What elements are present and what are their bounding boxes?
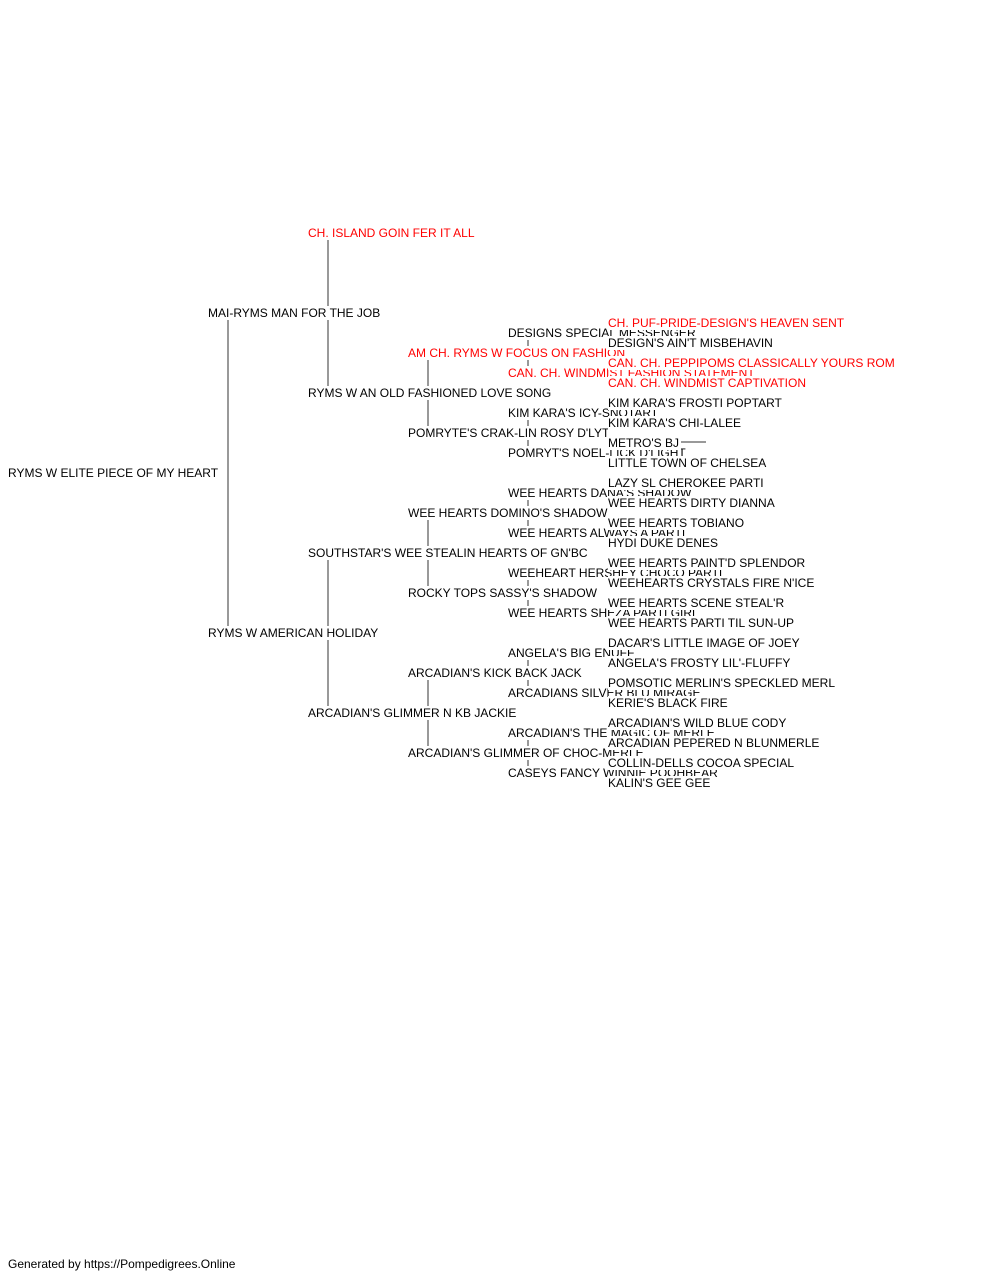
- pedigree-node-sire.dam.sire.dam.dam[interactable]: CAN. CH. WINDMIST CAPTIVATION: [608, 376, 809, 390]
- pedigree-node-sire[interactable]: MAI-RYMS MAN FOR THE JOB: [208, 306, 383, 320]
- pedigree-node-dam.dam.dam[interactable]: ARCADIAN'S GLIMMER OF CHOC-MERLE: [408, 746, 646, 760]
- pedigree-node-dam.dam.sire.dam.dam[interactable]: KERIE'S BLACK FIRE: [608, 696, 730, 710]
- pedigree-node-dam.sire.dam.dam.dam[interactable]: WEE HEARTS PARTI TIL SUN-UP: [608, 616, 797, 630]
- footer-credit: Generated by https://Pompedigrees.Online: [8, 1257, 236, 1271]
- pedigree-node-dam.dam.sire[interactable]: ARCADIAN'S KICK BACK JACK: [408, 666, 584, 680]
- pedigree-node-sire.sire[interactable]: CH. ISLAND GOIN FER IT ALL: [308, 226, 477, 240]
- pedigree-node-dam.dam.sire.sire.sire[interactable]: DACAR'S LITTLE IMAGE OF JOEY: [608, 636, 802, 650]
- pedigree-node-sire.dam.sire[interactable]: AM CH. RYMS W FOCUS ON FASHION: [408, 346, 628, 360]
- pedigree-node-sire.dam.sire.dam.sire[interactable]: CAN. CH. PEPPIPOMS CLASSICALLY YOURS ROM: [608, 356, 897, 370]
- pedigree-node-dam.sire.dam.sire.dam[interactable]: WEEHEARTS CRYSTALS FIRE N'ICE: [608, 576, 817, 590]
- pedigree-node-dam[interactable]: RYMS W AMERICAN HOLIDAY: [208, 626, 381, 640]
- pedigree-node-sire.dam[interactable]: RYMS W AN OLD FASHIONED LOVE SONG: [308, 386, 554, 400]
- pedigree-node-dam.dam.sire.sire.dam[interactable]: ANGELA'S FROSTY LIL'-FLUFFY: [608, 656, 793, 670]
- pedigree-node-dam.sire.dam[interactable]: ROCKY TOPS SASSY'S SHADOW: [408, 586, 600, 600]
- pedigree-node-sire.dam.dam.sire.sire[interactable]: KIM KARA'S FROSTI POPTART: [608, 396, 784, 410]
- pedigree-node-sire.dam.dam.sire.dam[interactable]: KIM KARA'S CHI-LALEE: [608, 416, 743, 430]
- pedigree-node-dam.sire.dam.dam.sire[interactable]: WEE HEARTS SCENE STEAL'R: [608, 596, 787, 610]
- pedigree-node-dam.sire.sire.dam.sire[interactable]: WEE HEARTS TOBIANO: [608, 516, 747, 530]
- pedigree-node-dam.sire.sire.sire.sire[interactable]: LAZY SL CHEROKEE PARTI: [608, 476, 766, 490]
- pedigree-node-dam.sire.sire.dam.dam[interactable]: HYDI DUKE DENES: [608, 536, 721, 550]
- pedigree-node-dam.sire.sire.sire.dam[interactable]: WEE HEARTS DIRTY DIANNA: [608, 496, 777, 510]
- pedigree-node-subject[interactable]: RYMS W ELITE PIECE OF MY HEART: [8, 466, 221, 480]
- pedigree-node-dam.dam.dam.sire.dam[interactable]: ARCADIAN PEPERED N BLUNMERLE: [608, 736, 822, 750]
- pedigree-node-dam.sire.dam.sire.sire[interactable]: WEE HEARTS PAINT'D SPLENDOR: [608, 556, 808, 570]
- pedigree-node-dam.sire[interactable]: SOUTHSTAR'S WEE STEALIN HEARTS OF GN'BC: [308, 546, 590, 560]
- pedigree-node-sire.dam.sire.sire.dam[interactable]: DESIGN'S AIN'T MISBEHAVIN: [608, 336, 775, 350]
- pedigree-node-dam.dam.dam.dam.dam[interactable]: KALIN'S GEE GEE: [608, 776, 713, 790]
- pedigree-node-dam.sire.sire[interactable]: WEE HEARTS DOMINO'S SHADOW: [408, 506, 610, 520]
- pedigree-node-dam.dam[interactable]: ARCADIAN'S GLIMMER N KB JACKIE: [308, 706, 519, 720]
- pedigree-node-dam.dam.sire.sire[interactable]: ANGELA'S BIG ENUFF: [508, 646, 637, 660]
- pedigree-node-sire.dam.dam.dam.dam[interactable]: LITTLE TOWN OF CHELSEA: [608, 456, 769, 470]
- pedigree-node-dam.dam.dam.sire.sire[interactable]: ARCADIAN'S WILD BLUE CODY: [608, 716, 789, 730]
- pedigree-node-sire.dam.sire.sire.sire[interactable]: CH. PUF-PRIDE-DESIGN'S HEAVEN SENT: [608, 316, 847, 330]
- pedigree-node-sire.dam.dam.dam.sire[interactable]: METRO'S BJ: [608, 436, 681, 450]
- pedigree-node-sire.dam.dam[interactable]: POMRYTE'S CRAK-LIN ROSY D'LYT: [408, 426, 612, 440]
- pedigree-node-dam.dam.sire.dam.sire[interactable]: POMSOTIC MERLIN'S SPECKLED MERL: [608, 676, 838, 690]
- pedigree-node-dam.dam.dam.dam.sire[interactable]: COLLIN-DELLS COCOA SPECIAL: [608, 756, 797, 770]
